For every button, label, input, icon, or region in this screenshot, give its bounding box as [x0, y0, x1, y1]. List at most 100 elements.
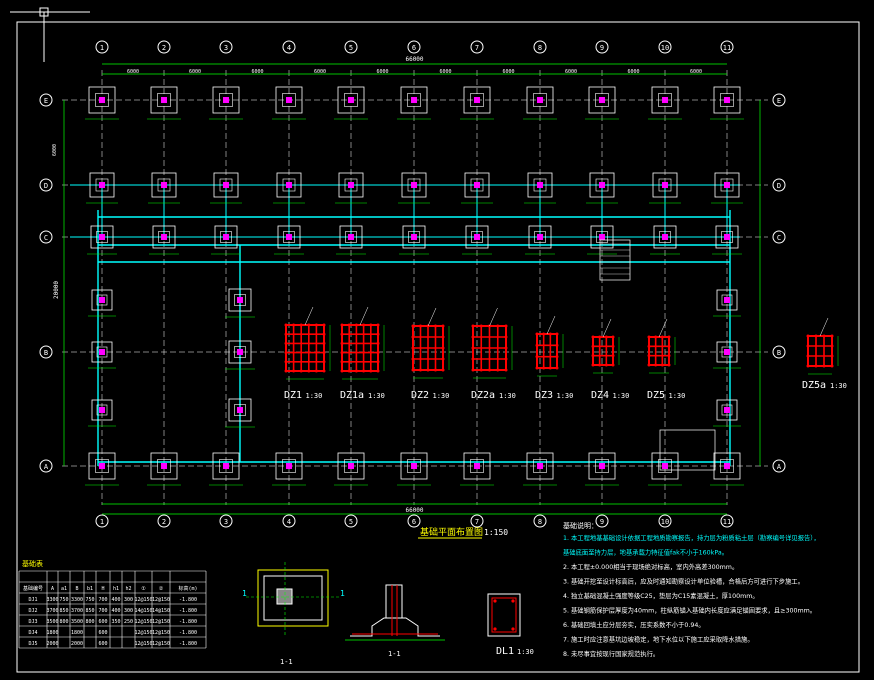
column-label: DZ1: [284, 390, 302, 401]
column-stub: [474, 97, 480, 103]
dim-bay: 6000: [376, 69, 388, 75]
rebar-bar: [314, 369, 318, 373]
column-scale: 1:30: [306, 392, 323, 400]
axis-bubble-x: [344, 514, 358, 528]
isolated-footing: [587, 225, 617, 255]
footing-step: [157, 459, 171, 473]
footing-step: [407, 459, 421, 473]
rebar-bar: [284, 360, 288, 364]
rebar-bar: [822, 364, 826, 368]
rebar-bar: [419, 368, 422, 372]
table-cell: 700: [98, 608, 107, 614]
axis-bubble-y: [772, 459, 786, 473]
footing-step: [283, 231, 295, 243]
axis-bubble-x: [407, 40, 421, 54]
column-tie: [285, 324, 325, 372]
footing-outline: [277, 225, 301, 249]
footing-step: [95, 459, 109, 473]
isolated-footing: [460, 86, 494, 120]
note-line: 5. 基础钢筋保护层厚度为40mm，柱纵筋锚入基础内长度应满足锚固要求，且≥30…: [563, 606, 816, 615]
footing-outline: [151, 172, 177, 198]
column-stub: [662, 234, 668, 240]
rebar-bar: [426, 368, 430, 372]
rebar-bar: [434, 368, 437, 372]
footing-step: [596, 231, 608, 243]
axis-bubble-y: [39, 459, 53, 473]
table-header: ①: [141, 586, 146, 592]
isolated-footing: [273, 172, 305, 204]
isolated-footing: [523, 452, 557, 486]
footing-outline: [715, 225, 739, 249]
note-line: 基础底面至持力层，地基承载力特征值fak不小于160kPa。: [563, 548, 728, 557]
footing-outline: [590, 225, 614, 249]
table-cell: 350: [111, 619, 120, 625]
column-stub: [537, 234, 543, 240]
column-stub: [286, 234, 292, 240]
footing-outline: [213, 172, 239, 198]
footing-step: [96, 294, 108, 306]
rebar-bar: [814, 334, 818, 338]
footing-outline: [653, 225, 677, 249]
rebar-bar: [299, 323, 303, 327]
table-cell: 12@150: [134, 641, 152, 647]
isolated-footing: [525, 225, 555, 255]
rebar-bar: [411, 346, 415, 350]
rebar-bar: [347, 369, 351, 373]
leader-line: [427, 307, 437, 327]
axis-label-x: 7: [475, 518, 479, 526]
column-stub: [348, 182, 354, 188]
table-cell: 1800: [71, 630, 83, 636]
column-stub: [99, 97, 105, 103]
rebar-bar: [376, 369, 380, 373]
footing-outline: [401, 172, 427, 198]
column-label: DZ5: [647, 390, 665, 401]
footing-outline: [90, 225, 114, 249]
axis-label-x: 4: [287, 44, 291, 52]
isolated-footing: [648, 452, 682, 486]
axis-label-x: 6: [412, 44, 416, 52]
footing-step: [658, 178, 672, 192]
rebar-bar: [548, 332, 552, 336]
table-cell: 300: [124, 608, 133, 614]
rebar-bar: [284, 369, 288, 373]
rebar-bar: [504, 368, 508, 372]
footing-outline: [713, 452, 741, 480]
rebar-bar: [830, 364, 834, 368]
footing-outline: [228, 398, 252, 422]
note-line: 7. 施工时应注意基坑边坡稳定，地下水位以下施工应采取降水措施。: [563, 635, 754, 644]
axis-label-x: 7: [475, 44, 479, 52]
leader-line: [819, 317, 829, 337]
footing-step: [344, 459, 358, 473]
rebar-bar: [369, 323, 373, 327]
axis-label-y: D: [777, 182, 781, 190]
footing-outline: [402, 225, 426, 249]
rebar-bar: [535, 355, 539, 359]
isolated-footing: [334, 86, 368, 120]
axis-label-x: 6: [412, 518, 416, 526]
dim-bay: 6000: [502, 69, 514, 75]
footing-step: [95, 93, 109, 107]
rebar-bar: [667, 363, 671, 367]
footing-outline: [526, 452, 554, 480]
column-scale: 1:30: [368, 392, 385, 400]
column-stub: [223, 234, 229, 240]
axis-bubble-y: [772, 345, 786, 359]
footing-step: [721, 346, 733, 358]
isolated-footing: [147, 452, 181, 486]
table-cell: 800: [85, 619, 94, 625]
isolated-footing: [225, 288, 255, 318]
axis-bubble-x: [407, 514, 421, 528]
leader-line: [546, 315, 556, 335]
table-cell: 12@150: [134, 619, 152, 625]
isolated-footing: [336, 225, 366, 255]
rebar-bar: [806, 334, 810, 338]
rebar-bar: [434, 324, 437, 328]
column-scale: 1:30: [669, 392, 686, 400]
isolated-footing: [710, 452, 744, 486]
footing-step: [344, 93, 358, 107]
column-stub: [599, 463, 605, 469]
